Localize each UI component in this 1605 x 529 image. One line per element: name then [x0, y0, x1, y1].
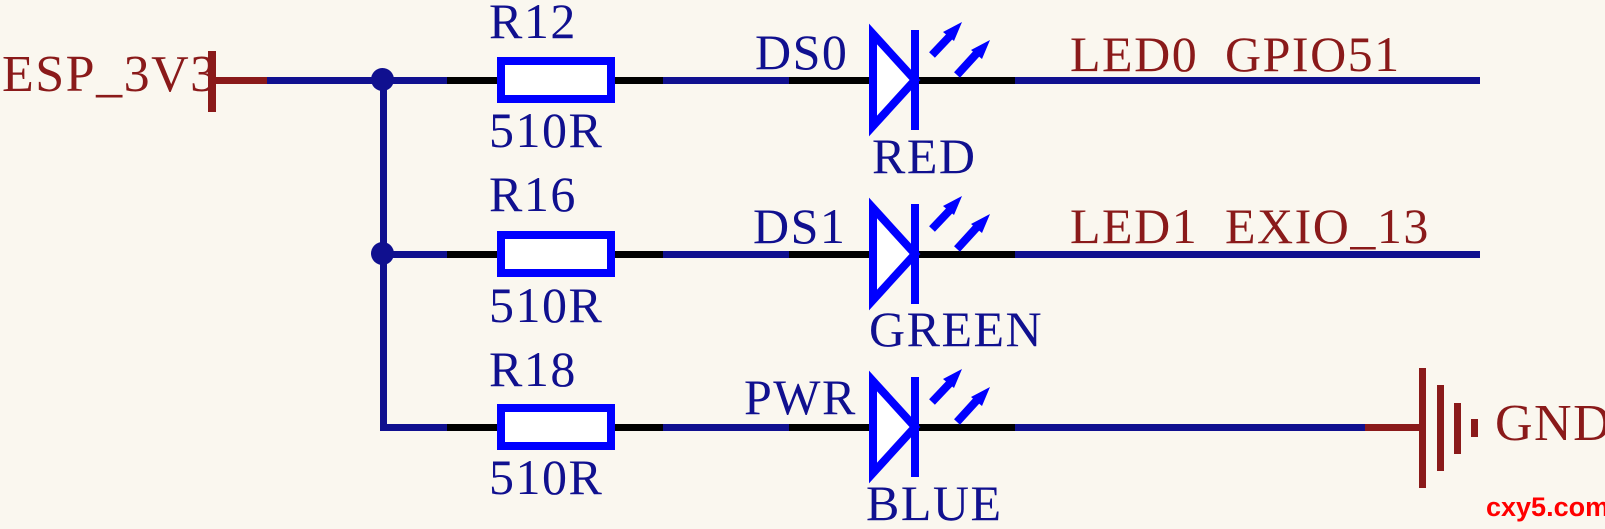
led-emission-arrow — [954, 49, 981, 78]
net-label-name: LED1 — [1070, 198, 1199, 254]
led-emission-arrowhead — [971, 40, 990, 59]
led-emission-arrow — [929, 380, 953, 405]
net-label-pin: EXIO_13 — [1225, 198, 1430, 254]
resistor-refdes: R12 — [489, 0, 577, 49]
led-triangle — [869, 197, 921, 311]
gnd-bar-4 — [1471, 419, 1478, 437]
resistor-value: 510R — [489, 277, 604, 333]
net-label-name: LED0 — [1070, 26, 1199, 82]
net-wire — [1015, 424, 1367, 431]
led-emission-arrowhead — [971, 387, 990, 406]
resistor-pin — [447, 251, 497, 258]
led-triangle — [869, 23, 921, 137]
led-emission-arrow — [954, 223, 981, 252]
led-branch-red: R12 510R DS0 RED LED0 GPIO51 — [0, 0, 1605, 182]
led-designator-label: DS0 — [755, 24, 849, 80]
led-color-label: BLUE — [866, 475, 1003, 529]
led-branch-green: R16 510R DS1 GREEN LED1 EXIO_13 — [0, 169, 1605, 357]
led-symbol — [869, 369, 990, 484]
led-designator-label: DS1 — [753, 198, 847, 254]
power-pin-bar — [208, 51, 216, 112]
led-branch-blue: R18 510R PWR BLUE GND — [0, 341, 1605, 529]
resistor-value: 510R — [489, 102, 604, 158]
resistor-refdes: R18 — [489, 341, 577, 397]
net-wire — [1015, 77, 1480, 84]
resistor-pin — [447, 77, 497, 84]
power-net-label: ESP_3V3 — [2, 46, 218, 103]
led-emission-arrowhead — [943, 196, 962, 215]
led-emission-arrow — [929, 207, 953, 232]
power-pin-wire — [214, 77, 267, 84]
wire-segment — [663, 251, 791, 258]
wire-segment — [663, 77, 791, 84]
resistor-refdes: R16 — [489, 166, 577, 222]
gnd-label: GND — [1495, 395, 1605, 452]
led-emission-arrowhead — [971, 214, 990, 233]
led-triangle — [869, 370, 921, 484]
led-designator-label: PWR — [744, 369, 857, 425]
wire-segment — [380, 251, 450, 258]
wire-segment — [267, 77, 450, 84]
net-label-pin: GPIO51 — [1225, 26, 1401, 82]
led-emission-arrowhead — [943, 22, 962, 41]
resistor-pin — [615, 251, 667, 258]
resistor-body — [497, 404, 615, 450]
wire-segment — [663, 424, 791, 431]
resistor-pin — [615, 424, 667, 431]
resistor-body — [497, 231, 615, 277]
watermark: cxy5.com — [1486, 492, 1605, 522]
gnd-bar-1 — [1419, 368, 1426, 488]
resistor-pin — [447, 424, 497, 431]
led-emission-arrow — [929, 33, 953, 58]
led-emission-arrowhead — [943, 369, 962, 388]
resistor-pin — [615, 77, 667, 84]
gnd-bar-2 — [1437, 385, 1444, 471]
net-wire — [1015, 251, 1480, 258]
led-emission-arrow — [954, 396, 981, 425]
led-color-label: RED — [872, 128, 977, 184]
gnd-bar-3 — [1454, 403, 1461, 454]
led-symbol — [869, 22, 990, 137]
wire-segment — [380, 424, 450, 431]
gnd-pin-wire — [1365, 424, 1420, 431]
resistor-body — [497, 57, 615, 103]
led-symbol — [869, 196, 990, 311]
led-color-label: GREEN — [869, 301, 1044, 357]
resistor-value: 510R — [489, 449, 604, 505]
